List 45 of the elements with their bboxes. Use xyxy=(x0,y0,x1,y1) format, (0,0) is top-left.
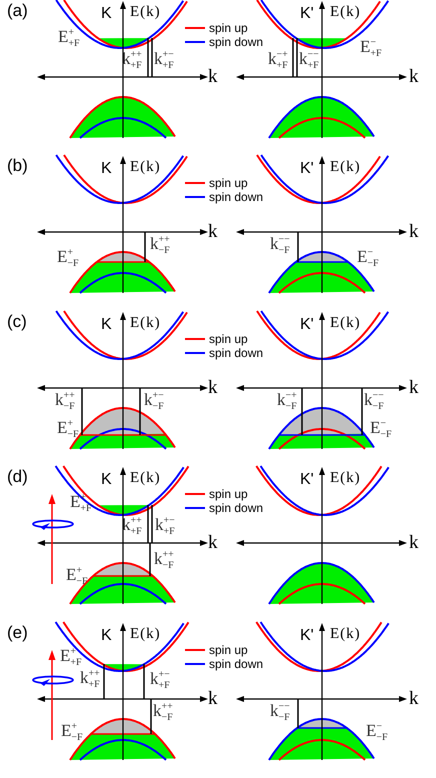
axis-label: k xyxy=(208,378,218,397)
axis-label: k xyxy=(409,222,418,241)
legend-label: spin down xyxy=(209,657,264,671)
axis-label: E(k) xyxy=(330,316,361,331)
legend-label: spin up xyxy=(209,643,248,657)
axis-label: k xyxy=(409,67,418,86)
valley-label: K' xyxy=(300,628,314,644)
axis-label: k xyxy=(208,67,218,86)
axis-label: E(k) xyxy=(330,5,361,20)
axis-label: k xyxy=(208,533,218,552)
legend-label: spin up xyxy=(209,176,248,190)
valley-label: K xyxy=(101,472,112,488)
valley-label: K' xyxy=(300,317,314,333)
legend-label: spin down xyxy=(209,190,264,204)
panel-label: (a) xyxy=(7,2,28,19)
legend-label: spin up xyxy=(209,21,248,35)
axis-label: k xyxy=(409,533,418,552)
valley-label: K xyxy=(101,6,112,22)
axis-label: k xyxy=(208,222,218,241)
valley-label: K xyxy=(101,628,112,644)
legend-label: spin down xyxy=(209,35,264,49)
legend-label: spin down xyxy=(209,501,264,515)
panel-label: (c) xyxy=(7,313,27,330)
valley-label: K' xyxy=(300,6,314,22)
legend-label: spin up xyxy=(209,487,248,501)
axis-label: E(k) xyxy=(330,471,361,486)
valley-label: K' xyxy=(300,472,314,488)
panel-label: (b) xyxy=(7,157,28,174)
axis-label: E(k) xyxy=(330,627,361,642)
panel-label: (d) xyxy=(7,468,28,485)
legend-label: spin up xyxy=(209,332,248,346)
axis-label: E(k) xyxy=(130,471,161,486)
axis-label: E(k) xyxy=(130,316,161,331)
axis-label: k xyxy=(208,689,218,708)
axis-label: E(k) xyxy=(130,627,161,642)
axis-label: k xyxy=(409,378,418,397)
axis-label: E(k) xyxy=(330,160,361,175)
valley-label: K' xyxy=(300,161,314,177)
valley-label: K xyxy=(101,317,112,333)
axis-label: E(k) xyxy=(130,160,161,175)
axis-label: E(k) xyxy=(130,5,161,20)
axis-label: k xyxy=(409,689,418,708)
panel-label: (e) xyxy=(7,624,28,641)
valley-label: K xyxy=(101,161,112,177)
legend-label: spin down xyxy=(209,346,264,360)
